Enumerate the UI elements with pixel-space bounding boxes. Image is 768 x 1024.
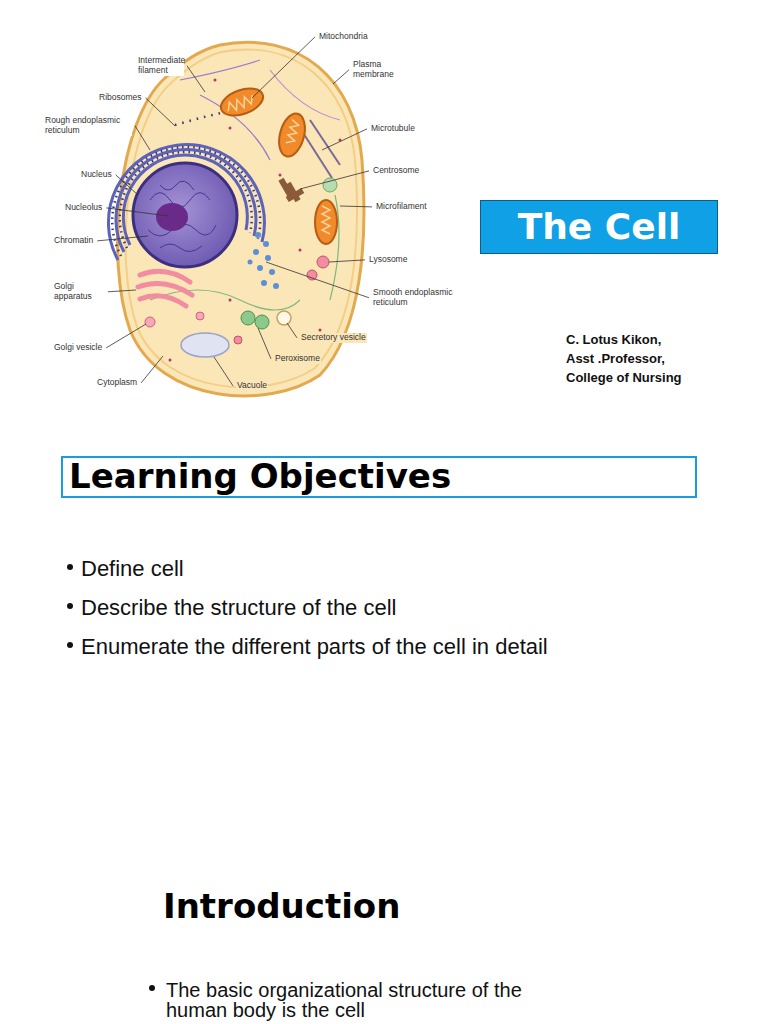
part-label: Plasma membrane xyxy=(352,60,399,80)
vesicle xyxy=(234,336,242,344)
leader-line xyxy=(340,206,372,208)
leader-line xyxy=(116,175,138,195)
part-label: Intermediate filament xyxy=(137,56,184,76)
section-heading: Introduction xyxy=(163,886,400,927)
golgi-vesicle xyxy=(196,312,204,320)
box-text: The Cell xyxy=(518,205,681,248)
smooth-er xyxy=(248,232,280,289)
leader-line xyxy=(187,66,205,92)
centrosome xyxy=(278,178,304,202)
nucleolus xyxy=(156,203,188,231)
part-label: Centrosome xyxy=(372,166,420,176)
bullet-text: Enumerate the different parts of the cel… xyxy=(81,633,548,661)
author-text: Asst .Professor, xyxy=(566,351,665,367)
part-label: Nucleolus xyxy=(64,203,103,213)
bullet-dot xyxy=(67,564,73,570)
part-label: Golgi apparatus xyxy=(53,282,105,302)
plasma-membrane xyxy=(118,42,364,396)
part-label: Rough endoplasmic reticulum xyxy=(44,116,132,136)
title-box: The Cell xyxy=(480,200,718,254)
free-ribosomes xyxy=(169,79,342,362)
secretory-vesicle xyxy=(277,311,291,325)
author-text: C. Lotus Kikon, xyxy=(566,332,661,348)
bullet-text: The basic organizational structure of th… xyxy=(166,980,586,1020)
part-label: Smooth endoplasmic reticulum xyxy=(372,288,462,308)
leader-line xyxy=(214,357,233,386)
leader-line xyxy=(97,236,148,241)
leader-line xyxy=(287,323,297,338)
chromatin xyxy=(148,181,216,252)
mitochondria xyxy=(217,83,337,244)
organelle xyxy=(323,178,337,192)
part-label: Secretory vesicle xyxy=(300,333,367,343)
golgi-apparatus xyxy=(138,271,192,306)
part-label: Peroxisome xyxy=(274,354,321,364)
author-text: College of Nursing xyxy=(566,370,682,386)
leader-line xyxy=(146,98,175,126)
golgi-vesicle xyxy=(145,317,155,327)
part-label: Lysosome xyxy=(368,255,408,265)
bullet-text: Describe the structure of the cell xyxy=(81,594,396,622)
box-text: Learning Objectives xyxy=(69,459,451,495)
nucleus xyxy=(133,163,237,267)
leader-line xyxy=(106,208,168,216)
part-label: Mitochondria xyxy=(318,32,369,42)
part-label: Golgi vesicle xyxy=(53,343,103,353)
leader-line xyxy=(135,126,150,150)
leader-line xyxy=(108,290,136,292)
part-label: Vacuole xyxy=(236,381,268,391)
leader-line xyxy=(329,260,365,262)
part-label: Chromatin xyxy=(53,236,94,246)
part-label: Cytoplasm xyxy=(96,378,138,388)
lysosome xyxy=(307,256,329,280)
vacuole xyxy=(181,333,229,357)
leader-line xyxy=(252,37,315,98)
part-label: Microfilament xyxy=(375,202,428,212)
peroxisome xyxy=(241,311,269,329)
leader-line xyxy=(333,70,349,84)
bullet-dot xyxy=(149,985,155,991)
leader-line xyxy=(141,356,163,383)
heading-box: Learning Objectives xyxy=(61,456,697,498)
bullet-text: Define cell xyxy=(81,555,184,583)
leader-line xyxy=(300,171,369,189)
leader-line xyxy=(322,129,367,150)
part-label: Microtubule xyxy=(370,124,416,134)
leader-line xyxy=(106,324,146,348)
leader-line xyxy=(258,328,271,359)
part-label: Nucleus xyxy=(80,170,113,180)
part-label: Ribosomes xyxy=(98,93,143,103)
bullet-dot xyxy=(67,603,73,609)
leader-line xyxy=(266,262,369,298)
bullet-dot xyxy=(67,642,73,648)
